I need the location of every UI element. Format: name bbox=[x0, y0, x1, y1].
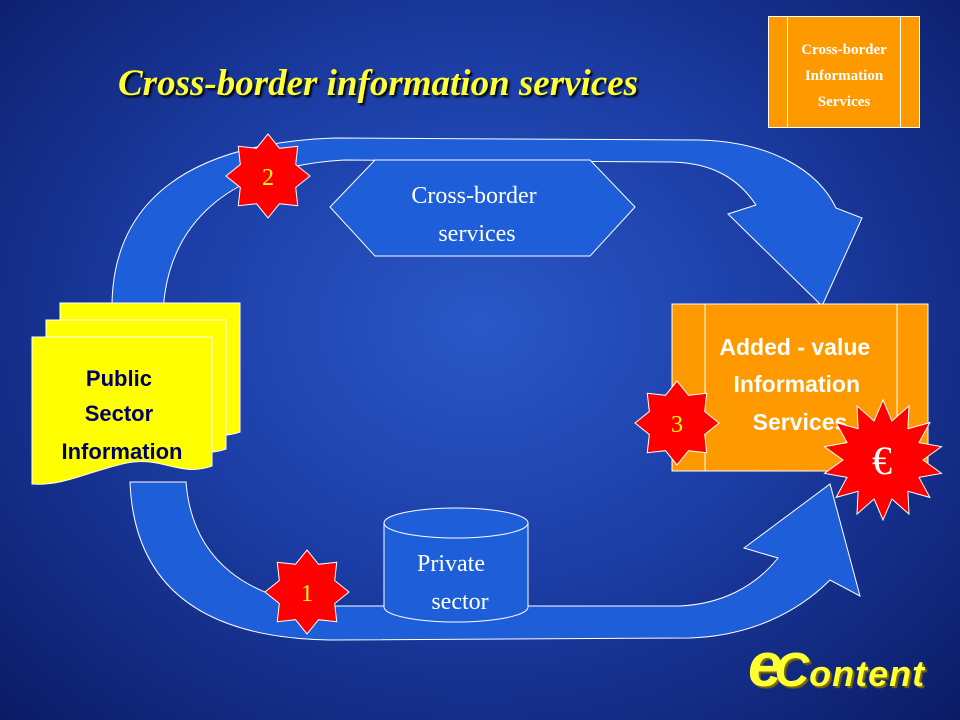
added-value-label: Added - value Information Services bbox=[719, 334, 876, 435]
badge-line: Information bbox=[804, 68, 884, 84]
step-marker-1: 1 bbox=[264, 549, 350, 635]
top-flow-arrow bbox=[111, 137, 863, 313]
euro-burst-icon: € bbox=[823, 398, 943, 522]
step-number: 1 bbox=[301, 581, 313, 607]
cross-border-services-hexagon: Cross-border services bbox=[329, 159, 636, 257]
step-star-icon bbox=[634, 380, 720, 466]
step-number: 2 bbox=[262, 165, 274, 191]
private-sector-label: Private sector bbox=[417, 551, 491, 615]
badge-divider-left bbox=[787, 17, 788, 127]
slide-title: Cross-border information services bbox=[118, 63, 639, 104]
step-markers: 1 2 3 bbox=[225, 133, 720, 635]
step-star-icon bbox=[225, 133, 311, 219]
badge-divider-right bbox=[900, 17, 901, 127]
logo-c: C bbox=[774, 644, 810, 697]
logo-e: e bbox=[748, 631, 783, 700]
econtent-logo: eContent bbox=[748, 630, 925, 701]
step-number: 3 bbox=[671, 412, 683, 438]
logo-rest: ontent bbox=[809, 653, 926, 694]
badge-line: Services bbox=[817, 94, 871, 110]
cross-border-services-label: Cross-border services bbox=[411, 183, 542, 247]
badge-line: Cross-border bbox=[801, 42, 887, 58]
step-star-icon bbox=[264, 549, 350, 635]
step-marker-2: 2 bbox=[225, 133, 311, 219]
public-sector-information-box: Public Sector Information bbox=[31, 302, 241, 485]
euro-symbol: € bbox=[872, 438, 892, 483]
badge-text: Cross-border Information Services bbox=[769, 37, 919, 115]
step-marker-3: 3 bbox=[634, 380, 720, 466]
public-sector-label: Public Sector Information bbox=[62, 366, 183, 464]
private-sector-cylinder: Private sector bbox=[383, 507, 529, 623]
header-badge: Cross-border Information Services bbox=[768, 16, 920, 128]
